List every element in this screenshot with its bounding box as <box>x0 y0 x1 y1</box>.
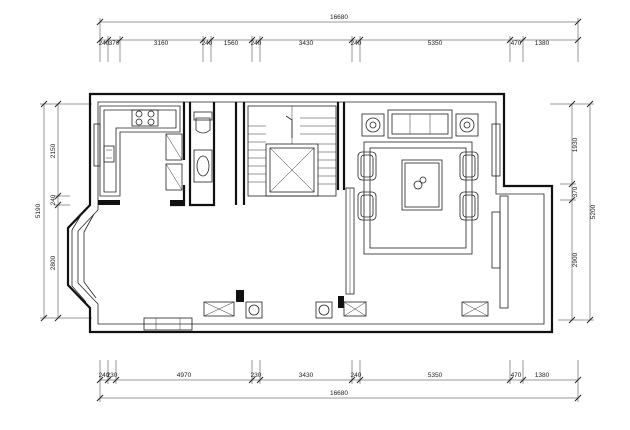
right-seg-label: 2900 <box>572 252 579 267</box>
left-dimension-chain: 5190 2150 240 2800 <box>35 100 92 322</box>
bottom-seg-label: 230 <box>107 372 118 379</box>
right-total-label: 5200 <box>590 204 597 219</box>
left-seg-label: 2150 <box>50 143 57 158</box>
living-room <box>345 109 479 295</box>
top-seg-label: 3430 <box>299 40 314 47</box>
top-dimension-chain: 16680 240 370 3160 240 1560 240 3430 240… <box>96 14 582 62</box>
armchair <box>357 191 377 221</box>
bottom-seg-label: 1380 <box>535 372 550 379</box>
exterior-walls <box>66 92 554 334</box>
left-seg-label: 2800 <box>50 255 57 270</box>
bottom-dimension-chain: 240 230 4970 230 3430 240 5350 470 1380 … <box>96 360 582 402</box>
kitchen-counter <box>99 105 183 197</box>
interior-walls <box>98 102 346 308</box>
bottom-seg-label: 4970 <box>177 372 192 379</box>
top-seg-label: 240 <box>351 40 362 47</box>
armchair <box>357 151 377 181</box>
bottom-seg-label: 240 <box>351 372 362 379</box>
bathroom <box>193 111 213 183</box>
top-seg-label: 3160 <box>154 40 169 47</box>
staircase <box>247 105 337 197</box>
top-seg-label: 1560 <box>224 40 239 47</box>
top-total-label: 16680 <box>330 14 348 21</box>
top-seg-label: 5350 <box>428 40 443 47</box>
top-seg-label: 370 <box>109 40 120 47</box>
bottom-seg-label: 230 <box>251 372 262 379</box>
top-seg-label: 470 <box>511 40 522 47</box>
top-seg-label: 240 <box>251 40 262 47</box>
bottom-seg-label: 5350 <box>428 372 443 379</box>
bottom-seg-label: 3430 <box>299 372 314 379</box>
armchair <box>459 151 479 181</box>
right-seg-label: 1930 <box>572 137 579 152</box>
top-seg-label: 1380 <box>535 40 550 47</box>
right-dimension-chain: 1930 370 2900 5200 <box>550 100 597 324</box>
left-seg-label: 240 <box>50 194 57 205</box>
top-seg-label: 240 <box>99 40 110 47</box>
left-total-label: 5190 <box>35 203 42 218</box>
bottom-fixtures <box>143 301 489 331</box>
top-seg-label: 240 <box>202 40 213 47</box>
right-seg-label: 370 <box>572 186 579 197</box>
bottom-seg-label: 470 <box>511 372 522 379</box>
bottom-seg-label: 240 <box>99 372 110 379</box>
armchair <box>459 191 479 221</box>
bottom-total-label: 16680 <box>330 390 348 397</box>
